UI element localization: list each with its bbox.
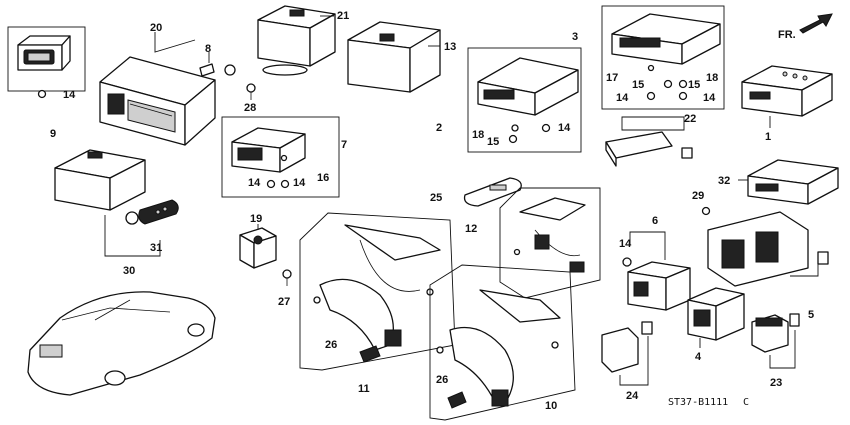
callout-32: 32 — [718, 175, 730, 187]
part-21-box — [257, 5, 336, 76]
part-32-unit — [738, 159, 839, 205]
part-10-harness — [429, 264, 576, 421]
callout-8: 8 — [205, 43, 211, 55]
part-11-harness — [299, 212, 456, 371]
part-12-harness — [499, 187, 601, 299]
callout-22: 22 — [684, 113, 696, 125]
callout-25: 25 — [430, 192, 442, 204]
part-20-tray — [99, 32, 216, 146]
part-3-unit — [601, 5, 725, 110]
callout-18-b: 18 — [472, 129, 484, 141]
callout-29: 29 — [692, 190, 704, 202]
diagram-code: ST37-B1111 — [668, 397, 728, 408]
callout-20: 20 — [150, 22, 162, 34]
part-1-unit — [741, 65, 833, 128]
part-2-box — [467, 47, 582, 153]
part-13-bin — [347, 21, 441, 93]
callout-7: 7 — [341, 139, 347, 151]
direction-label: FR. — [778, 29, 796, 41]
diagram-code-suffix: C — [743, 397, 749, 408]
callout-26-a: 26 — [325, 339, 337, 351]
callout-23: 23 — [770, 377, 782, 389]
callout-11: 11 — [358, 383, 370, 395]
callout-14-c: 14 — [293, 177, 306, 189]
callout-3: 3 — [572, 31, 578, 43]
part-7-box — [221, 116, 340, 198]
fasteners-8-28 — [199, 52, 256, 100]
part-29-screw-icon — [701, 206, 711, 216]
callout-14-g: 14 — [619, 238, 632, 250]
callout-1: 1 — [765, 131, 771, 143]
part-4-switch — [687, 287, 745, 348]
callout-5: 5 — [808, 309, 814, 321]
car-silhouette — [27, 291, 216, 396]
part-19-ignition — [239, 224, 277, 269]
callout-28: 28 — [244, 102, 256, 114]
part-22-bracket — [621, 116, 685, 131]
part-6-switch — [622, 231, 691, 311]
part-2-unit — [467, 47, 582, 153]
callout-10: 10 — [545, 400, 557, 412]
part-23-cap — [751, 313, 800, 369]
part-12-box — [499, 187, 601, 299]
part-8-clip-icon — [199, 63, 215, 77]
callout-14-e: 14 — [703, 92, 716, 104]
part-22-bezel — [605, 116, 693, 167]
callout-2: 2 — [436, 122, 442, 134]
callout-26-b: 26 — [436, 374, 448, 386]
callout-15-c: 15 — [487, 136, 499, 148]
callout-24: 24 — [626, 390, 639, 402]
part-25-trim — [463, 177, 522, 207]
part-7-switch — [221, 116, 340, 198]
callout-21: 21 — [337, 10, 349, 22]
part-24-cap — [601, 321, 653, 386]
callout-30: 30 — [123, 265, 135, 277]
callout-15-b: 15 — [688, 79, 700, 91]
part-30-box — [54, 149, 161, 257]
part-31-key-fob — [125, 199, 179, 225]
callout-27: 27 — [278, 296, 290, 308]
part-14-screw-icon — [37, 89, 47, 99]
part-10-box — [429, 264, 576, 421]
callout-13: 13 — [444, 41, 456, 53]
part-28-screw-icon — [246, 83, 256, 93]
part-3-box — [601, 5, 725, 110]
part-27-bolt — [282, 269, 292, 286]
callout-14-a: 14 — [63, 89, 76, 101]
front-direction-arrow-icon — [799, 13, 833, 34]
callout-9: 9 — [50, 128, 56, 140]
callout-14-f: 14 — [558, 122, 571, 134]
callout-12: 12 — [465, 223, 477, 235]
callout-19: 19 — [250, 213, 262, 225]
callout-14-b: 14 — [248, 177, 261, 189]
callout-16: 16 — [317, 172, 329, 184]
callout-18-a: 18 — [706, 72, 718, 84]
part-8-grommet-icon — [224, 64, 236, 76]
part-9-box — [7, 26, 86, 92]
callout-31: 31 — [150, 242, 162, 254]
part-5-panel — [701, 206, 829, 287]
callout-6: 6 — [652, 215, 658, 227]
callout-4: 4 — [695, 351, 702, 363]
callout-14-d: 14 — [616, 92, 629, 104]
part-9-switch — [7, 26, 86, 99]
callout-17: 17 — [606, 72, 618, 84]
callout-15-a: 15 — [632, 79, 644, 91]
